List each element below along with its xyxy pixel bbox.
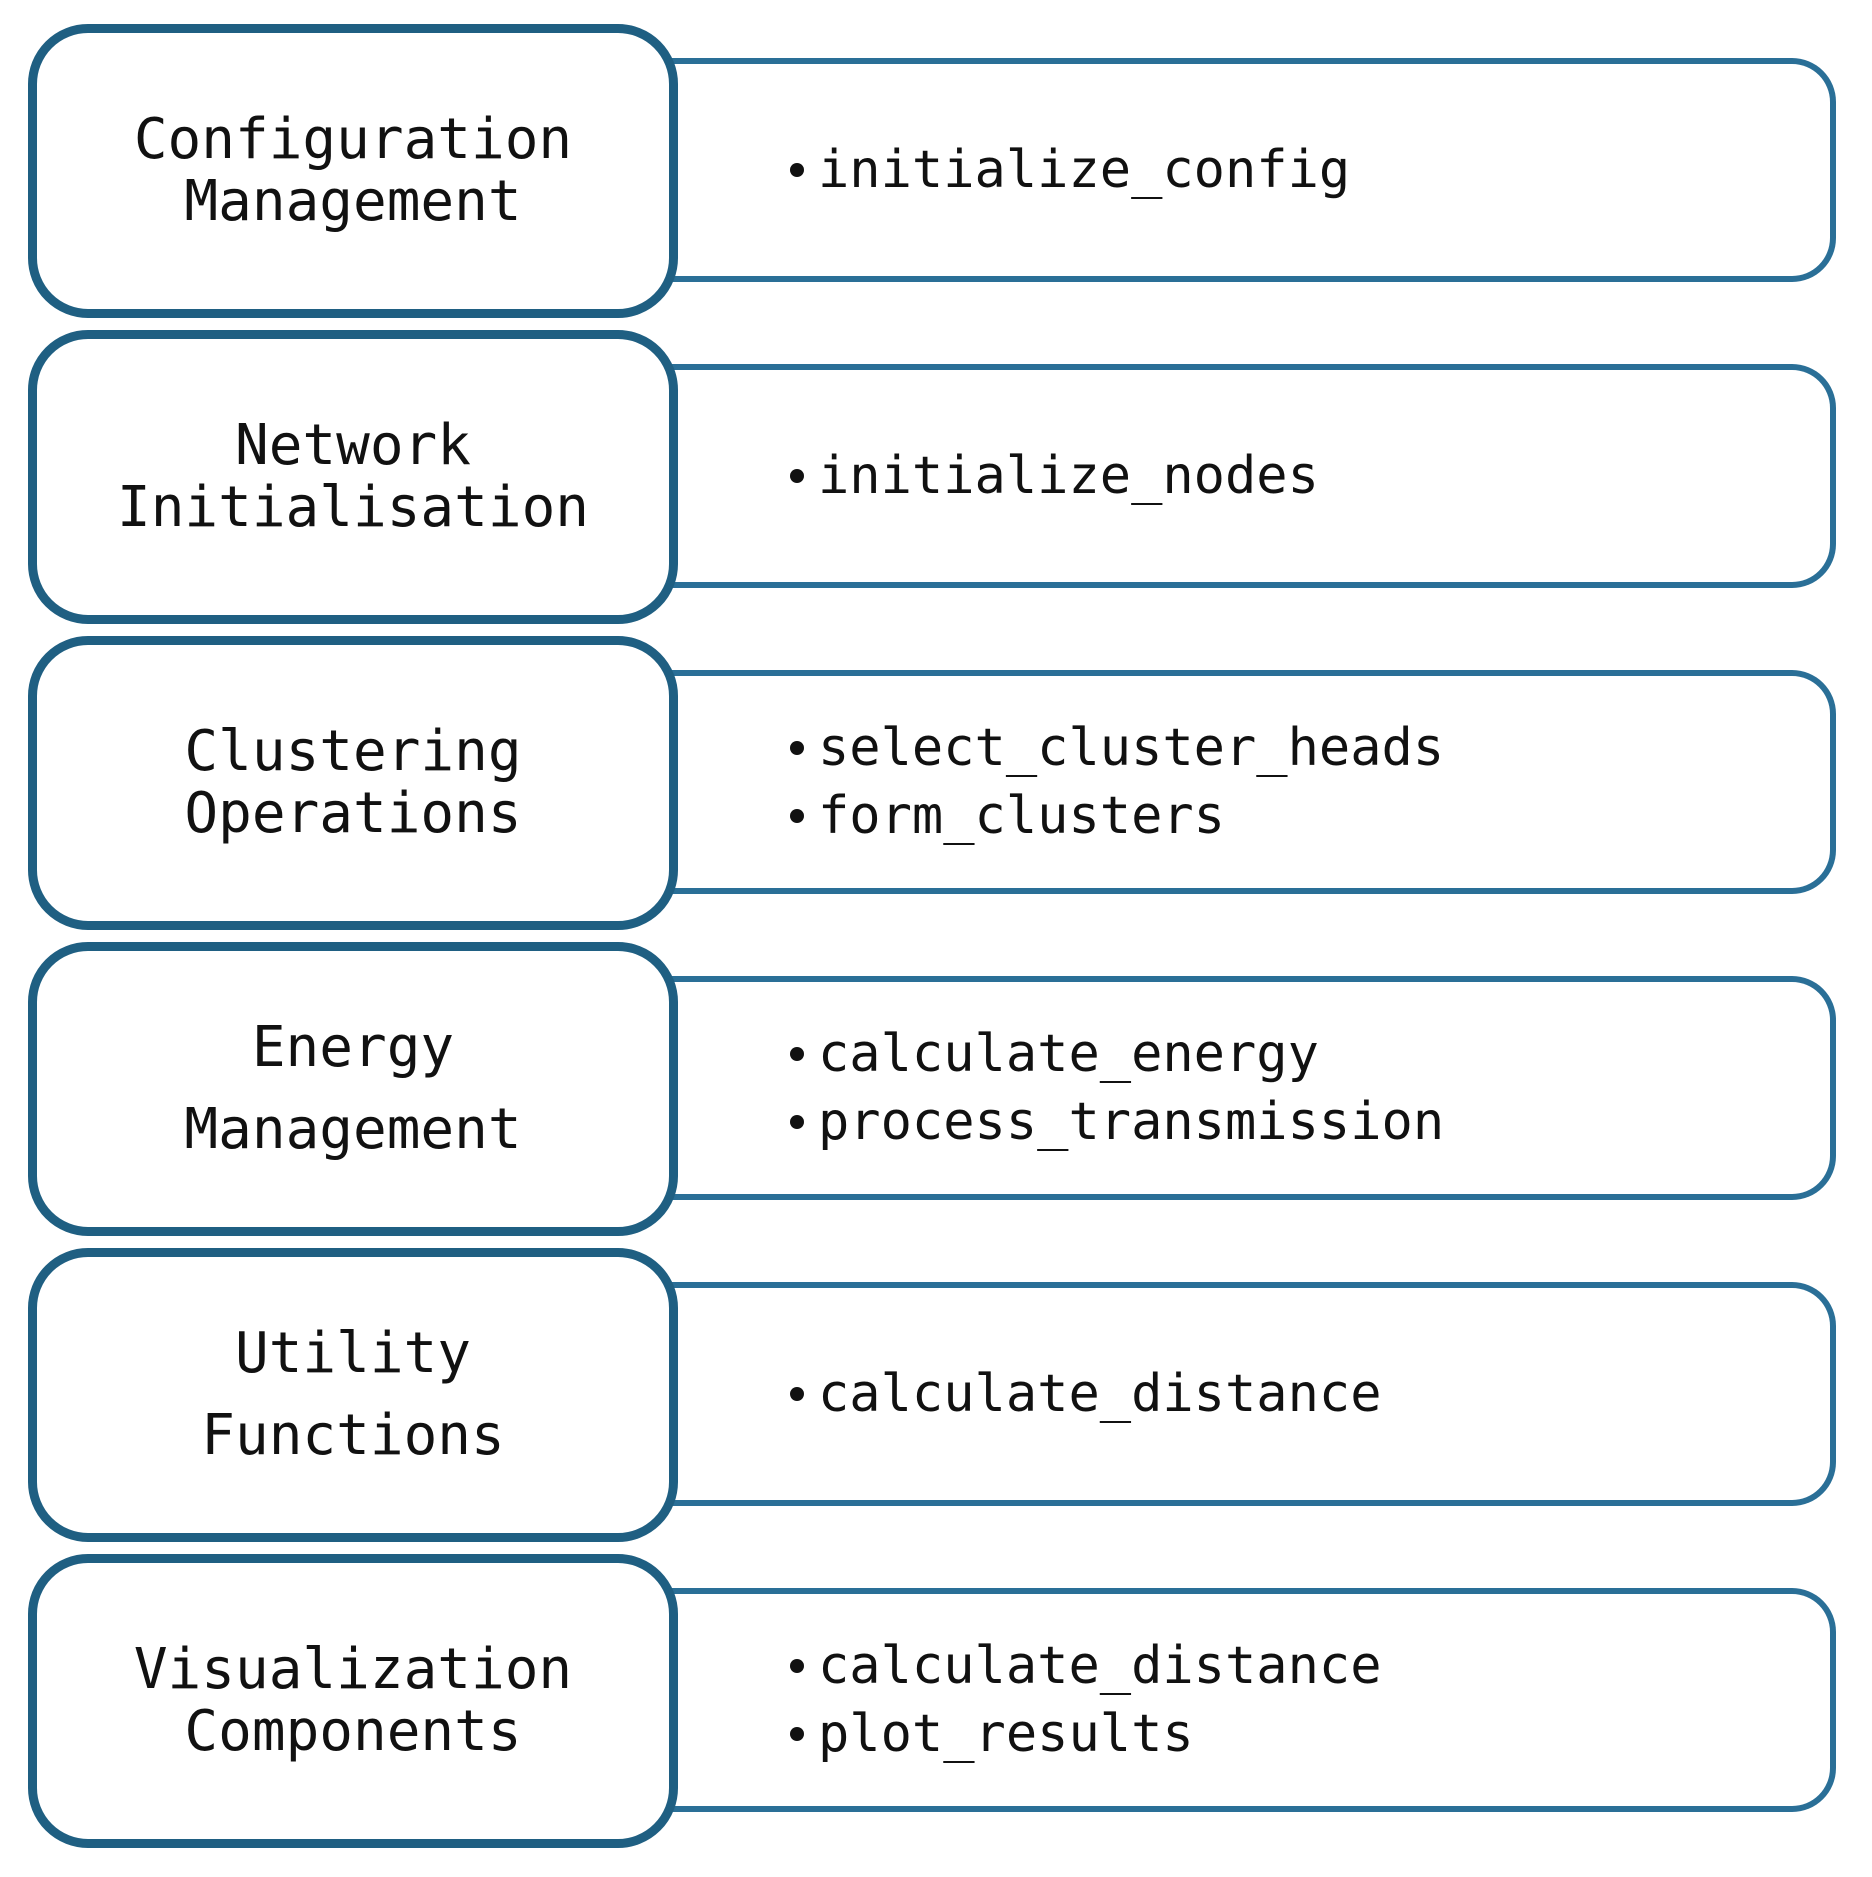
- function-list-box: calculate_energy process_transmission: [640, 976, 1836, 1200]
- module-row-visualization: calculate_distance plot_results Visualiz…: [0, 1554, 1872, 1854]
- function-list: initialize_config: [790, 64, 1350, 276]
- module-row-energy: calculate_energy process_transmission En…: [0, 942, 1872, 1242]
- function-name: calculate_distance: [818, 1364, 1382, 1424]
- module-row-clustering: select_cluster_heads form_clusters Clust…: [0, 636, 1872, 936]
- function-name: initialize_nodes: [818, 446, 1319, 506]
- bullet-icon: [790, 1047, 804, 1061]
- module-label-box: Energy Management: [28, 942, 678, 1236]
- function-name: form_clusters: [818, 786, 1225, 846]
- function-item: process_transmission: [790, 1093, 1444, 1151]
- function-item: plot_results: [790, 1705, 1382, 1763]
- function-list-box: calculate_distance plot_results: [640, 1588, 1836, 1812]
- function-item: calculate_energy: [790, 1025, 1444, 1083]
- function-list: calculate_energy process_transmission: [790, 982, 1444, 1194]
- function-name: initialize_config: [818, 140, 1351, 200]
- module-row-network: initialize_nodes Network Initialisation: [0, 330, 1872, 630]
- module-title-line: Energy: [251, 1015, 455, 1080]
- function-item: form_clusters: [790, 787, 1444, 845]
- function-name: plot_results: [818, 1704, 1194, 1764]
- module-title-line: Network: [234, 413, 471, 478]
- function-list-box: select_cluster_heads form_clusters: [640, 670, 1836, 894]
- module-label-box: Visualization Components: [28, 1554, 678, 1848]
- module-title-line: Visualization: [133, 1637, 573, 1702]
- bullet-icon: [790, 1115, 804, 1129]
- bullet-icon: [790, 1727, 804, 1741]
- module-label-box: Configuration Management: [28, 24, 678, 318]
- bullet-icon: [790, 809, 804, 823]
- module-title-line: Components: [184, 1699, 522, 1764]
- function-name: select_cluster_heads: [818, 718, 1445, 778]
- module-title-line: Configuration: [133, 107, 573, 172]
- module-title-line: Clustering: [184, 719, 522, 784]
- function-list-box: initialize_config: [640, 58, 1836, 282]
- module-title-line: Management: [184, 169, 522, 234]
- function-name: process_transmission: [818, 1092, 1445, 1152]
- function-list-box: calculate_distance: [640, 1282, 1836, 1506]
- module-label-box: Network Initialisation: [28, 330, 678, 624]
- module-label-box: Clustering Operations: [28, 636, 678, 930]
- bullet-icon: [790, 163, 804, 177]
- module-title-line: Operations: [184, 781, 522, 846]
- module-label-box: Utility Functions: [28, 1248, 678, 1542]
- function-item: select_cluster_heads: [790, 719, 1444, 777]
- function-list: calculate_distance: [790, 1288, 1382, 1500]
- function-item: calculate_distance: [790, 1365, 1382, 1423]
- function-item: calculate_distance: [790, 1637, 1382, 1695]
- module-row-configuration: initialize_config Configuration Manageme…: [0, 24, 1872, 324]
- function-item: initialize_nodes: [790, 447, 1319, 505]
- function-list: calculate_distance plot_results: [790, 1594, 1382, 1806]
- bullet-icon: [790, 1387, 804, 1401]
- module-title-line: Functions: [201, 1403, 505, 1468]
- function-list-box: initialize_nodes: [640, 364, 1836, 588]
- function-name: calculate_distance: [818, 1636, 1382, 1696]
- bullet-icon: [790, 469, 804, 483]
- function-name: calculate_energy: [818, 1024, 1319, 1084]
- bullet-icon: [790, 741, 804, 755]
- module-title-line: Utility: [234, 1321, 471, 1386]
- function-list: select_cluster_heads form_clusters: [790, 676, 1444, 888]
- module-row-utility: calculate_distance Utility Functions: [0, 1248, 1872, 1548]
- module-title-line: Initialisation: [116, 475, 589, 540]
- function-item: initialize_config: [790, 141, 1350, 199]
- bullet-icon: [790, 1659, 804, 1673]
- module-title-line: Management: [184, 1097, 522, 1162]
- function-list: initialize_nodes: [790, 370, 1319, 582]
